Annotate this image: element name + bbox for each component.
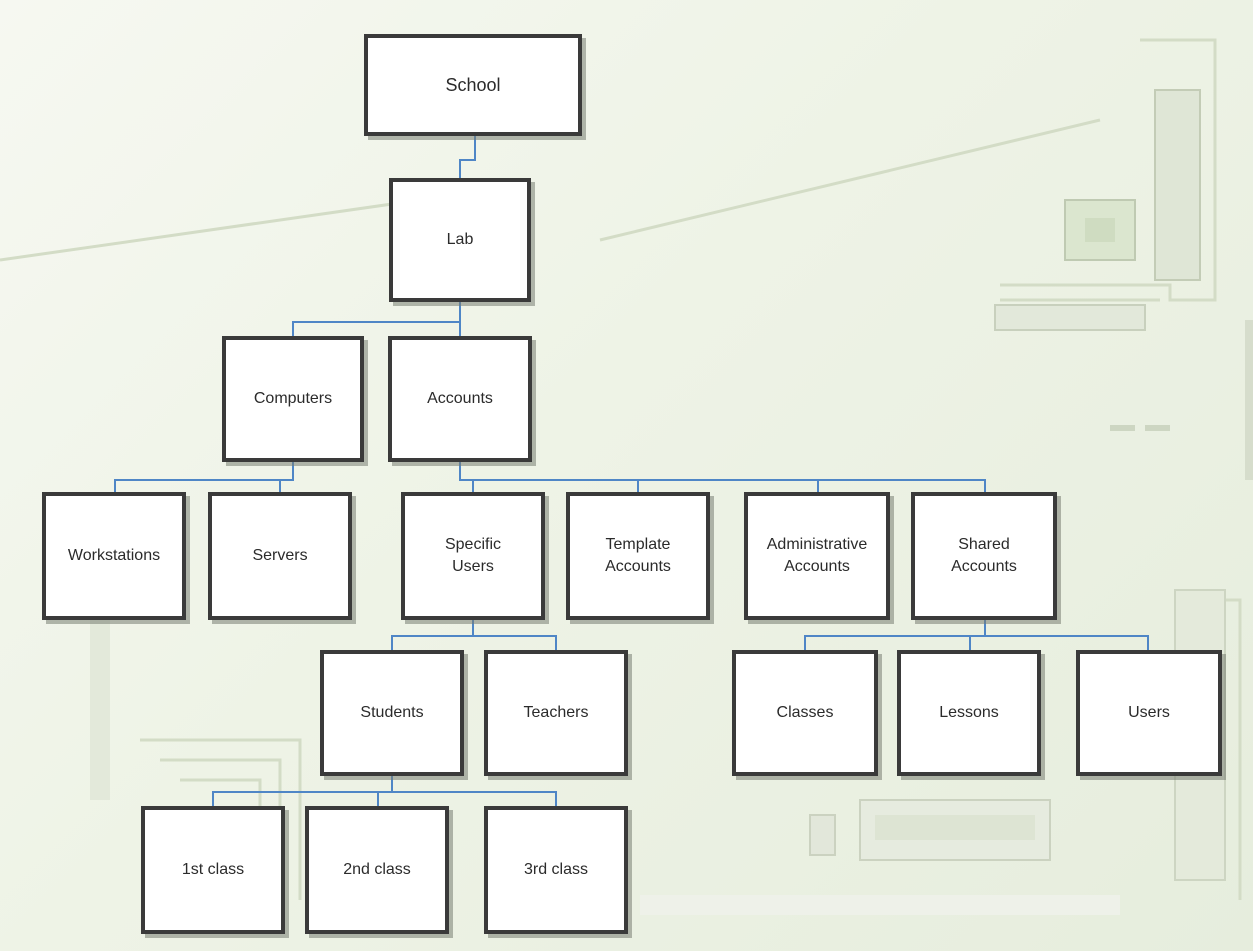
- node-workstations-label: Workstations: [67, 547, 161, 564]
- node-computers: Computers: [222, 336, 364, 462]
- node-teachers-label: Teachers: [523, 704, 589, 721]
- node-3rd-class-label: 3rd class: [523, 861, 589, 878]
- node-lab-label: Lab: [446, 231, 474, 248]
- connector-specific-users-children: [391, 620, 557, 652]
- node-students: Students: [320, 650, 464, 776]
- node-specific-users-label: Specific Users: [444, 536, 502, 575]
- node-administrative-accounts: Administrative Accounts: [744, 492, 890, 620]
- node-lessons: Lessons: [897, 650, 1041, 776]
- node-lessons-label: Lessons: [939, 704, 999, 721]
- node-3rd-class: 3rd class: [484, 806, 628, 934]
- node-users: Users: [1076, 650, 1222, 776]
- node-computers-label: Computers: [253, 390, 333, 407]
- node-users-label: Users: [1128, 704, 1170, 721]
- node-accounts: Accounts: [388, 336, 532, 462]
- connector-lab-children: [292, 302, 461, 338]
- node-shared-accounts: Shared Accounts: [911, 492, 1057, 620]
- node-classes: Classes: [732, 650, 878, 776]
- node-template-accounts: Template Accounts: [566, 492, 710, 620]
- connector-computers-children: [114, 462, 294, 494]
- node-classes-label: Classes: [776, 704, 834, 721]
- tree-connectors: [114, 136, 1149, 808]
- connector-shared-accounts-children: [804, 620, 1149, 652]
- node-2nd-class: 2nd class: [305, 806, 449, 934]
- node-1st-class-label: 1st class: [181, 861, 245, 878]
- node-template-accounts-label: Template Accounts: [605, 536, 671, 575]
- node-servers-label: Servers: [252, 547, 308, 564]
- node-administrative-accounts-label: Administrative Accounts: [766, 536, 868, 575]
- node-school-label: School: [445, 75, 501, 95]
- node-1st-class: 1st class: [141, 806, 285, 934]
- node-school: School: [364, 34, 582, 136]
- node-servers: Servers: [208, 492, 352, 620]
- connector-students-children: [212, 776, 557, 808]
- node-accounts-label: Accounts: [427, 390, 493, 407]
- node-students-label: Students: [360, 704, 424, 721]
- node-2nd-class-label: 2nd class: [343, 861, 411, 878]
- node-lab: Lab: [389, 178, 531, 302]
- node-specific-users: Specific Users: [401, 492, 545, 620]
- node-workstations: Workstations: [42, 492, 186, 620]
- node-shared-accounts-label: Shared Accounts: [951, 536, 1017, 575]
- connector-accounts-children: [459, 462, 986, 494]
- connector-school-lab: [459, 136, 476, 180]
- node-teachers: Teachers: [484, 650, 628, 776]
